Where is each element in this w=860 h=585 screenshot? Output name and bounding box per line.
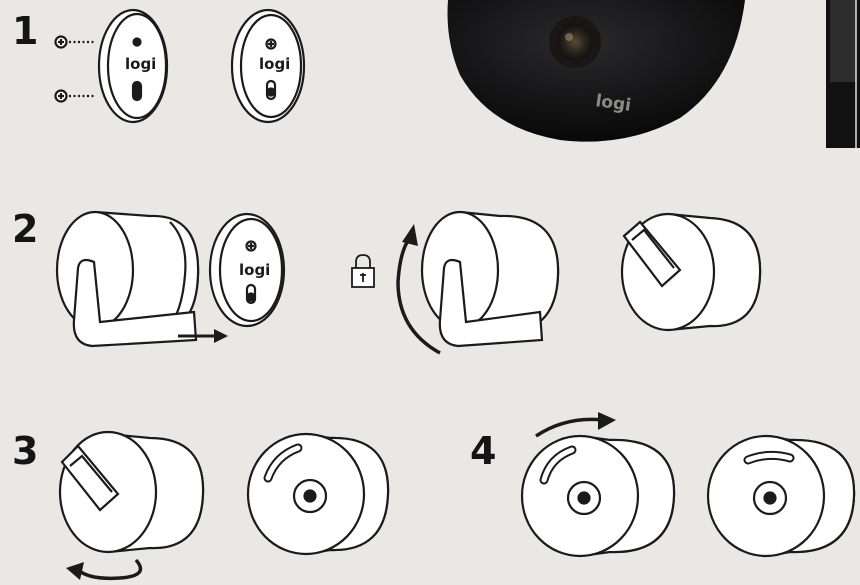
step-4-group [522,412,854,556]
edge-photo [826,0,860,148]
camera-front-tilted [522,436,674,556]
twist-arrow-icon [66,560,140,580]
camera-photo: logi [448,0,746,142]
camera-rotated [422,212,558,346]
plate-logo: logi [259,55,290,73]
plate-logo: logi [125,55,156,73]
camera-front [248,434,388,554]
step-2-group: logi [57,212,760,353]
camera-folded-stand [60,432,203,552]
screw-icon [56,91,95,102]
camera-folded-stand [622,214,760,330]
plate-logo: logi [239,261,270,279]
step-1-group: logi logi [56,10,305,122]
mount-plate-installed: logi [232,10,304,122]
mount-plate-tilted: logi [99,10,167,122]
camera-front-final [708,436,854,556]
camera-with-stand [57,212,198,346]
lock-icon [352,255,374,287]
screw-icon [56,37,95,48]
rotate-arrow-icon [536,412,616,436]
mount-plate: logi [210,214,284,326]
step-3-group [60,432,388,580]
